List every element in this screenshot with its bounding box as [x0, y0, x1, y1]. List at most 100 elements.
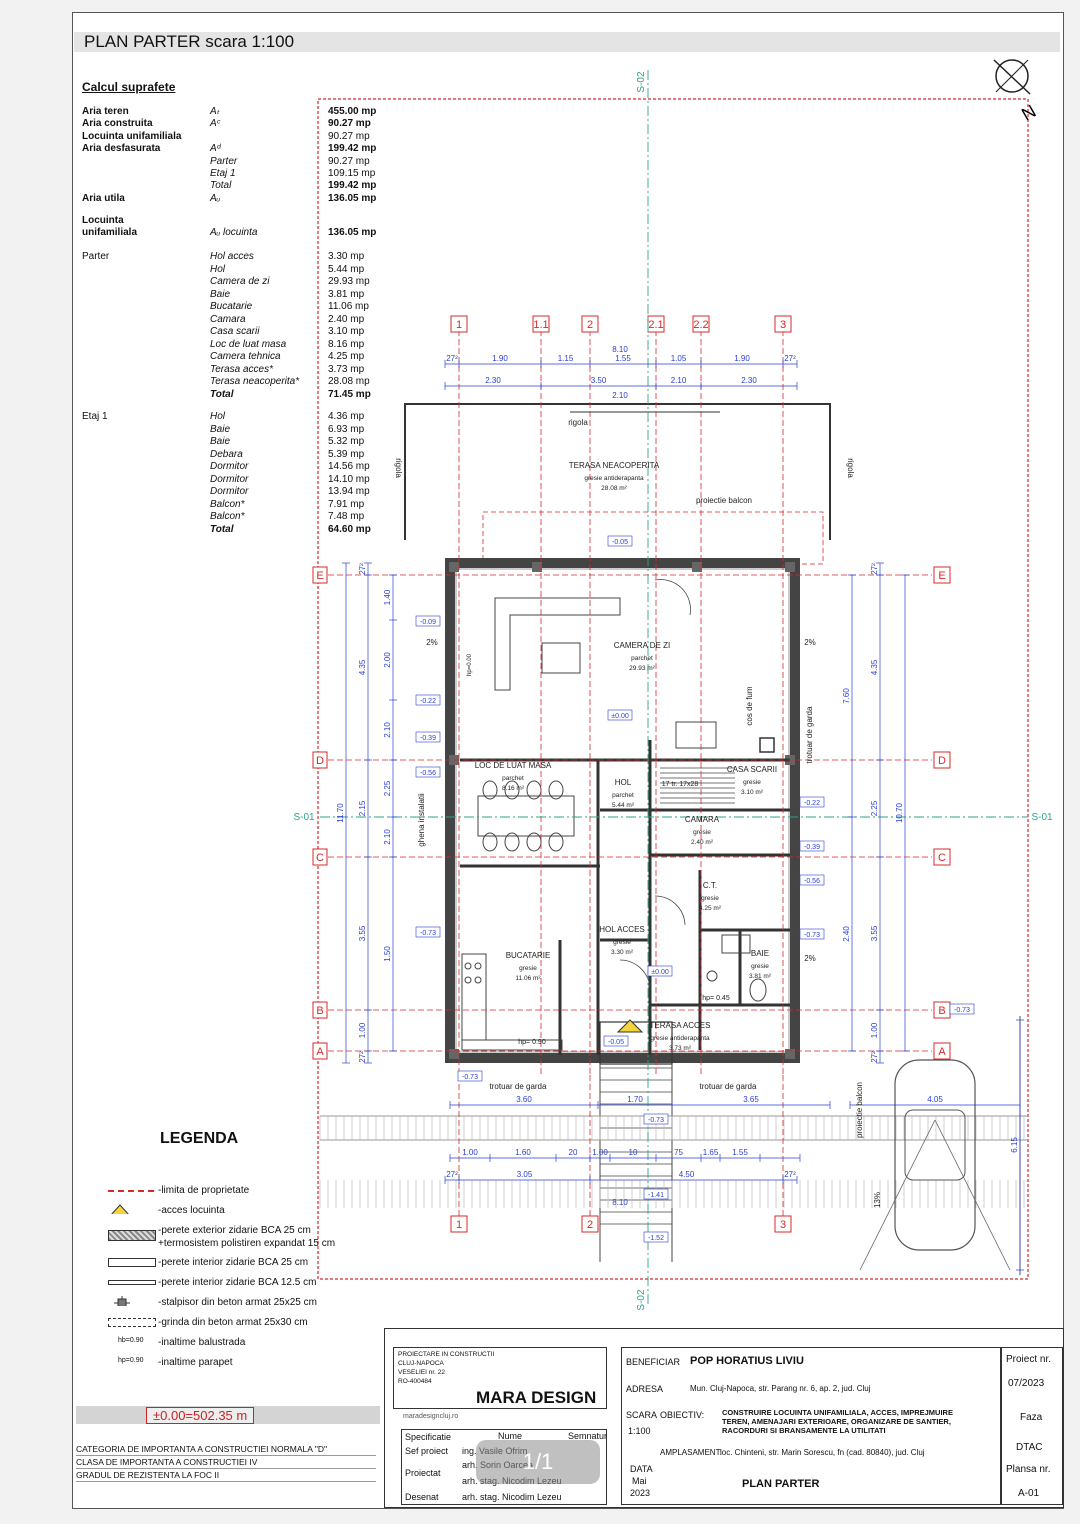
- firm-name: MARA DESIGN: [476, 1388, 597, 1407]
- dimension-label: 3.60: [516, 1095, 532, 1104]
- legend-item-property-limit: -limita de proprietate: [108, 1184, 388, 1198]
- area-symbol: Etaj 1: [210, 168, 236, 179]
- room-floor: gresie: [613, 939, 631, 946]
- firm-line: CLUJ-NAPOCA: [398, 1360, 444, 1367]
- access-triangle-icon: [111, 1204, 129, 1214]
- dimension-label: 3.65: [743, 1095, 759, 1104]
- dimension-label: 1.00: [462, 1148, 478, 1157]
- firm-line: VESELIEI nr. 22: [398, 1369, 445, 1376]
- level-box: [643, 1113, 669, 1125]
- dimension-label: 2.40: [842, 926, 851, 942]
- axis-label: 3: [780, 1219, 786, 1231]
- area-symbol: Aᶜ: [210, 118, 221, 130]
- gutter-label: rigola: [568, 418, 588, 427]
- sheet-info: Proiect nr. 07/2023 Faza DTAC Plansa nr.…: [1001, 1347, 1063, 1505]
- north-arrow-icon: N: [993, 59, 1039, 125]
- page-indicator[interactable]: 1/1: [476, 1440, 600, 1484]
- gutter-label: rigola: [846, 458, 855, 478]
- room-area: 8.16 m²: [502, 785, 525, 792]
- scara-label: SCARA: [626, 1410, 658, 1420]
- room-name: Total: [210, 523, 234, 535]
- level-box: [415, 766, 441, 778]
- sidewalk-label: trotuar de garda: [700, 1082, 757, 1091]
- axis-bubble: [312, 751, 328, 769]
- room-name: Casa scarii: [210, 326, 260, 338]
- sig-role: Specificatie: [405, 1432, 452, 1442]
- axis-label: 1: [456, 1219, 462, 1231]
- room-name: Bucatarie: [210, 301, 253, 313]
- balcony-projection: [482, 511, 824, 565]
- area-value: 90.27 mp: [328, 130, 370, 142]
- axis-label: D: [316, 755, 324, 767]
- room-name: Balcon*: [210, 511, 245, 523]
- level-mark: -0.05: [608, 1039, 624, 1046]
- dimension-label: 1.90: [492, 354, 508, 363]
- stove-burner: [474, 962, 482, 970]
- column: [449, 562, 459, 572]
- dimension-label: 2.10: [612, 391, 628, 400]
- exterior-wall: [445, 558, 800, 1063]
- sig-role: Sef proiect: [405, 1446, 449, 1456]
- sig-name: arh. stag. Nicodim Lezeu: [462, 1492, 562, 1502]
- elevation-reference-bar: ±0.00=502.35 m: [76, 1406, 380, 1424]
- stove-burner: [464, 962, 472, 970]
- firm-line: RO-400484: [398, 1378, 432, 1385]
- drawing-title: PLAN PARTER: [742, 1478, 820, 1490]
- dimension-label: 1.90: [734, 354, 750, 363]
- axis-bubble: [933, 566, 951, 584]
- dimension-label: 2.30: [485, 376, 501, 385]
- plansa-label: Plansa nr.: [1006, 1464, 1051, 1475]
- room-floor: gresie: [701, 895, 719, 902]
- legend-label: -perete interior zidarie BCA 25 cm: [158, 1257, 309, 1268]
- chair: [504, 780, 520, 800]
- property-limit-icon: [108, 1190, 154, 1192]
- interior-wall-12-icon: [108, 1280, 156, 1285]
- legend-item-column: -stalpisor din beton armat 25x25 cm: [108, 1296, 388, 1310]
- balcony-projection-label: proiectie balcon: [696, 496, 752, 505]
- stove-burner: [464, 976, 472, 984]
- elevation-reference: ±0.00=502.35 m: [146, 1407, 255, 1424]
- room-name: Hol acces: [210, 251, 254, 263]
- level-mark: -0.73: [804, 932, 820, 939]
- importance-categories: CATEGORIA DE IMPORTANTA A CONSTRUCTIEI N…: [76, 1443, 376, 1482]
- dimension-label: 1.05: [671, 354, 687, 363]
- level-mark: -0.09: [420, 619, 436, 626]
- axis-label: A: [316, 1046, 324, 1058]
- sidewalk-label: trotuar de garda: [805, 706, 814, 763]
- level-mark: ±0.00: [651, 969, 669, 976]
- area-symbol: Aᵤ locuinta: [210, 227, 258, 239]
- faza-label: Faza: [1020, 1412, 1043, 1423]
- dimension-label: 4.35: [870, 659, 879, 675]
- axis-bubble: [581, 1215, 599, 1233]
- coffee-table: [541, 642, 581, 674]
- level-box: [415, 694, 441, 706]
- level-box: [799, 874, 825, 886]
- level-mark: -0.56: [420, 770, 436, 777]
- dimension-label: 3.50: [591, 376, 607, 385]
- axis-bubble: [312, 1001, 328, 1019]
- floor-drain: [706, 970, 718, 982]
- category-line: CATEGORIA DE IMPORTANTA A CONSTRUCTIEI N…: [76, 1443, 376, 1456]
- column: [785, 562, 795, 572]
- axis-label: 1.1: [533, 319, 548, 331]
- dimension-label: 2.25: [870, 800, 879, 816]
- level-box: [799, 840, 825, 852]
- sofa: [494, 597, 621, 691]
- room-area: 4.36 mp: [328, 411, 365, 423]
- dimension-label: 3.55: [358, 925, 367, 941]
- axis-label: C: [316, 852, 324, 864]
- room-area: 14.56 mp: [328, 461, 370, 473]
- obiectiv-line: RACORDURI SI BRANSAMENTE LA UTILITATI: [722, 1426, 886, 1435]
- obiectiv-line: TEREN, AMENAJARI EXTERIOARE, ORGANIZARE …: [722, 1417, 951, 1426]
- beneficiar-label: BENEFICIAR: [626, 1357, 681, 1367]
- room-name: Baie: [210, 288, 231, 300]
- chair: [548, 780, 564, 800]
- level-mark: -1.41: [648, 1192, 664, 1199]
- dimension-label: 8.10: [612, 345, 628, 354]
- firm-address: PROIECTARE IN CONSTRUCTII CLUJ-NAPOCA VE…: [398, 1350, 494, 1386]
- obiectiv-label: OBIECTIV:: [660, 1410, 705, 1420]
- legend-label: -acces locuinta: [158, 1205, 225, 1216]
- dimension-label: 27²: [358, 563, 367, 575]
- room-name: TERASA NEACOPERITA: [569, 461, 660, 470]
